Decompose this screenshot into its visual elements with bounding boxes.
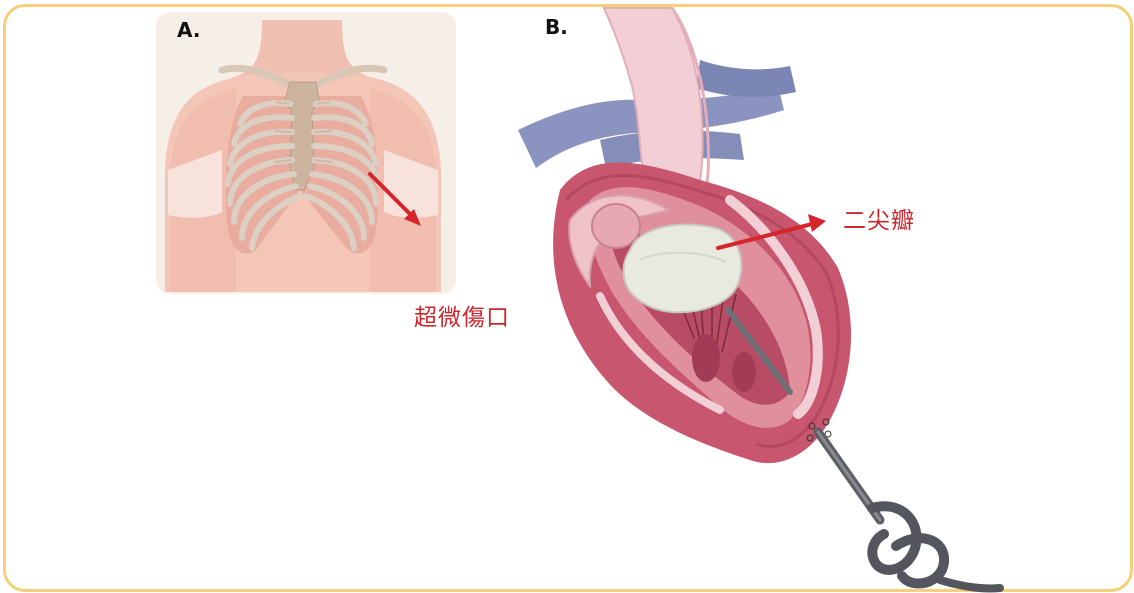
mitral-valve-label: 二尖瓣 [843,201,915,235]
chest-illustration [165,20,441,292]
surgical-instrument [818,432,1000,589]
panel-b-label: B. [545,15,568,39]
incision-label: 超微傷口 [414,298,510,332]
panel-a-label: A. [177,18,200,42]
heart-illustration [518,8,851,463]
